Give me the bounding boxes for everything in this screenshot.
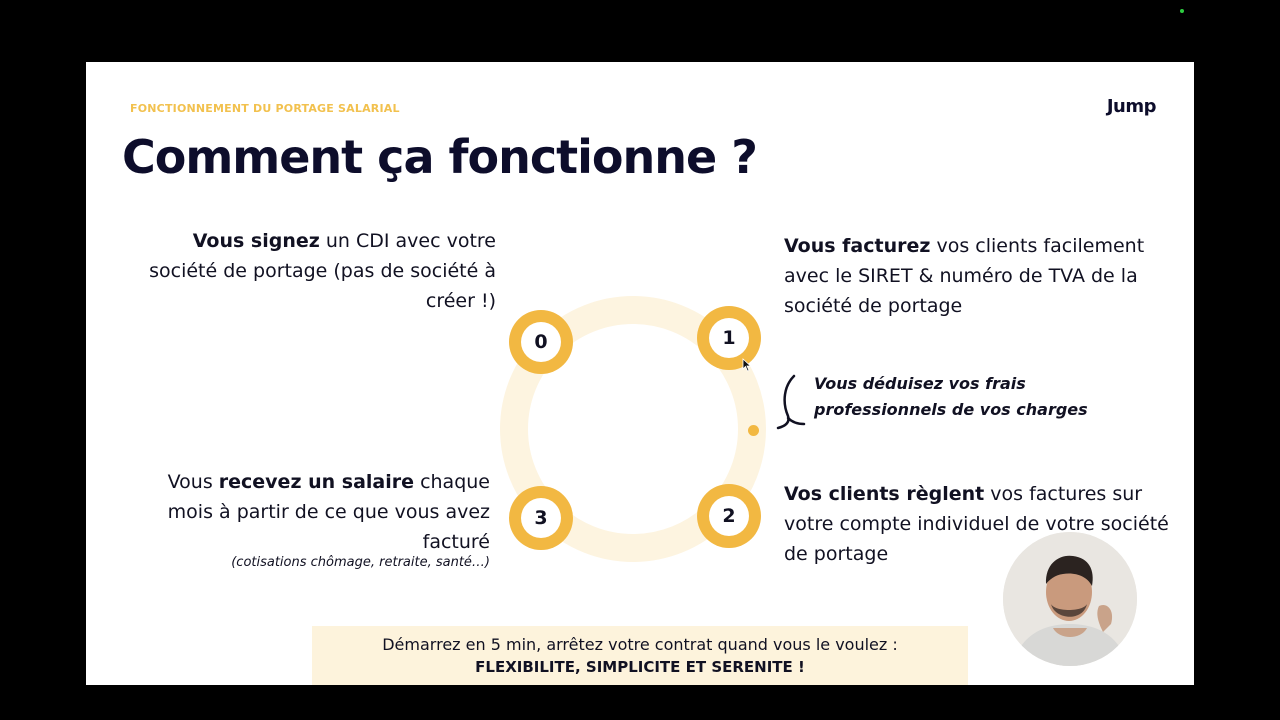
presenter-webcam [1003, 532, 1137, 666]
banner-line-2: FLEXIBILITE, SIMPLICITE ET SERENITE ! [475, 658, 805, 676]
deduction-note: Vous déduisez vos frais professionnels d… [814, 374, 1088, 419]
step-3-pre: Vous [167, 471, 219, 493]
step-3-marker: 3 [509, 486, 573, 550]
cycle-dot [748, 425, 759, 436]
step-2-bold: Vos clients règlent [784, 483, 985, 505]
brand-logo: Jump [1106, 96, 1157, 117]
step-2-number: 2 [709, 496, 749, 536]
slide-title: Comment ça fonctionne ? [122, 130, 758, 184]
step-1-bold: Vous facturez [784, 235, 931, 257]
step-0-text: Vous signez un CDI avec votre société de… [126, 226, 496, 316]
step-1-marker: 1 [697, 306, 761, 370]
status-indicator-dot [1180, 9, 1184, 13]
step-3-body: chaque mois à partir de ce que vous avez… [167, 471, 490, 553]
step-3-text: Vous recevez un salaire chaque mois à pa… [146, 467, 490, 557]
presenter-avatar-icon [1003, 532, 1137, 666]
step-3-bold: recevez un salaire [218, 471, 415, 493]
step-0-bold: Vous signez [192, 230, 320, 252]
step-2-body: vos factures sur votre compte individuel… [784, 483, 1169, 565]
step-0-marker: 0 [509, 310, 573, 374]
step-3-note: (cotisations chômage, retraite, santé…) [231, 555, 490, 570]
step-1-body: vos clients facilement avec le SIRET & n… [784, 235, 1145, 317]
brace-icon [776, 374, 806, 430]
mouse-cursor-icon [742, 358, 752, 372]
step-2-marker: 2 [697, 484, 761, 548]
presentation-slide: FONCTIONNEMENT DU PORTAGE SALARIAL Jump … [86, 62, 1194, 685]
banner-line-1: Démarrez en 5 min, arrêtez votre contrat… [382, 635, 898, 654]
step-0-body: un CDI avec votre société de portage (pa… [149, 230, 496, 312]
slide-kicker: FONCTIONNEMENT DU PORTAGE SALARIAL [130, 102, 400, 115]
step-2-text: Vos clients règlent vos factures sur vot… [784, 479, 1184, 569]
step-3-number: 3 [521, 498, 561, 538]
step-1-text: Vous facturez vos clients facilement ave… [784, 231, 1184, 321]
step-0-number: 0 [521, 322, 561, 362]
summary-banner: Démarrez en 5 min, arrêtez votre contrat… [312, 626, 968, 685]
step-1-number: 1 [709, 318, 749, 358]
